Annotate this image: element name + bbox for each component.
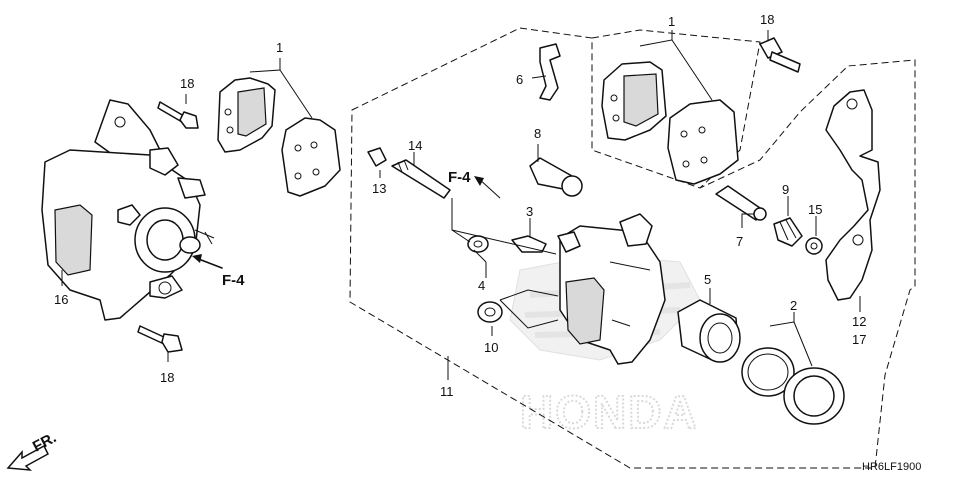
label-18-upper-left: 18 (180, 76, 194, 91)
label-8: 8 (534, 126, 541, 141)
label-1-left: 1 (276, 40, 283, 55)
diagram-code: HR6LF1900 (862, 461, 921, 473)
watermark-text: HONDA (520, 386, 699, 438)
caliper-assembly (41, 99, 215, 321)
brake-pads-right (601, 61, 739, 185)
f4-mid-arrow (474, 176, 484, 186)
label-2: 2 (790, 298, 797, 313)
label-9: 9 (782, 182, 789, 197)
label-7: 7 (736, 234, 743, 249)
bracket-12-17 (825, 89, 881, 301)
fitting-4 (467, 235, 489, 253)
label-10: 10 (484, 340, 498, 355)
boot-13 (367, 147, 387, 167)
label-13: 13 (372, 181, 386, 196)
boot-9 (773, 217, 803, 247)
label-11: 11 (440, 384, 454, 399)
f4-left-label: F-4 (222, 272, 245, 289)
label-4: 4 (478, 278, 485, 293)
label-6: 6 (516, 72, 523, 87)
label-18-top-right: 18 (760, 12, 774, 27)
front-arrow-icon: FR. (6, 429, 59, 471)
label-18-lower-left: 18 (160, 370, 174, 385)
label-15: 15 (808, 202, 822, 217)
caliper-body-center (557, 213, 666, 365)
piston-5 (677, 299, 741, 363)
pin-14 (391, 159, 451, 199)
f4-mid-label: F-4 (448, 169, 471, 186)
label-5: 5 (704, 272, 711, 287)
pad-spring-6 (539, 43, 561, 101)
seal-2 (741, 347, 845, 425)
boot-10 (477, 301, 503, 323)
washer-15 (805, 237, 823, 255)
leader-lines (61, 30, 861, 380)
bolt-18-upper-left (157, 101, 199, 129)
label-12: 12 (852, 314, 866, 329)
label-14: 14 (408, 138, 422, 153)
label-17: 17 (852, 332, 866, 347)
slide-pin-7 (715, 185, 767, 221)
label-1-right: 1 (668, 14, 675, 29)
brake-pads-left (217, 77, 341, 197)
bolt-18-lower-left (137, 325, 183, 353)
slide-pin-8 (529, 157, 583, 197)
bleeder-3 (511, 235, 547, 253)
label-16: 16 (54, 292, 68, 307)
bolt-18-top-right (759, 37, 801, 73)
label-3: 3 (526, 204, 533, 219)
f4-left-arrow (192, 254, 202, 263)
